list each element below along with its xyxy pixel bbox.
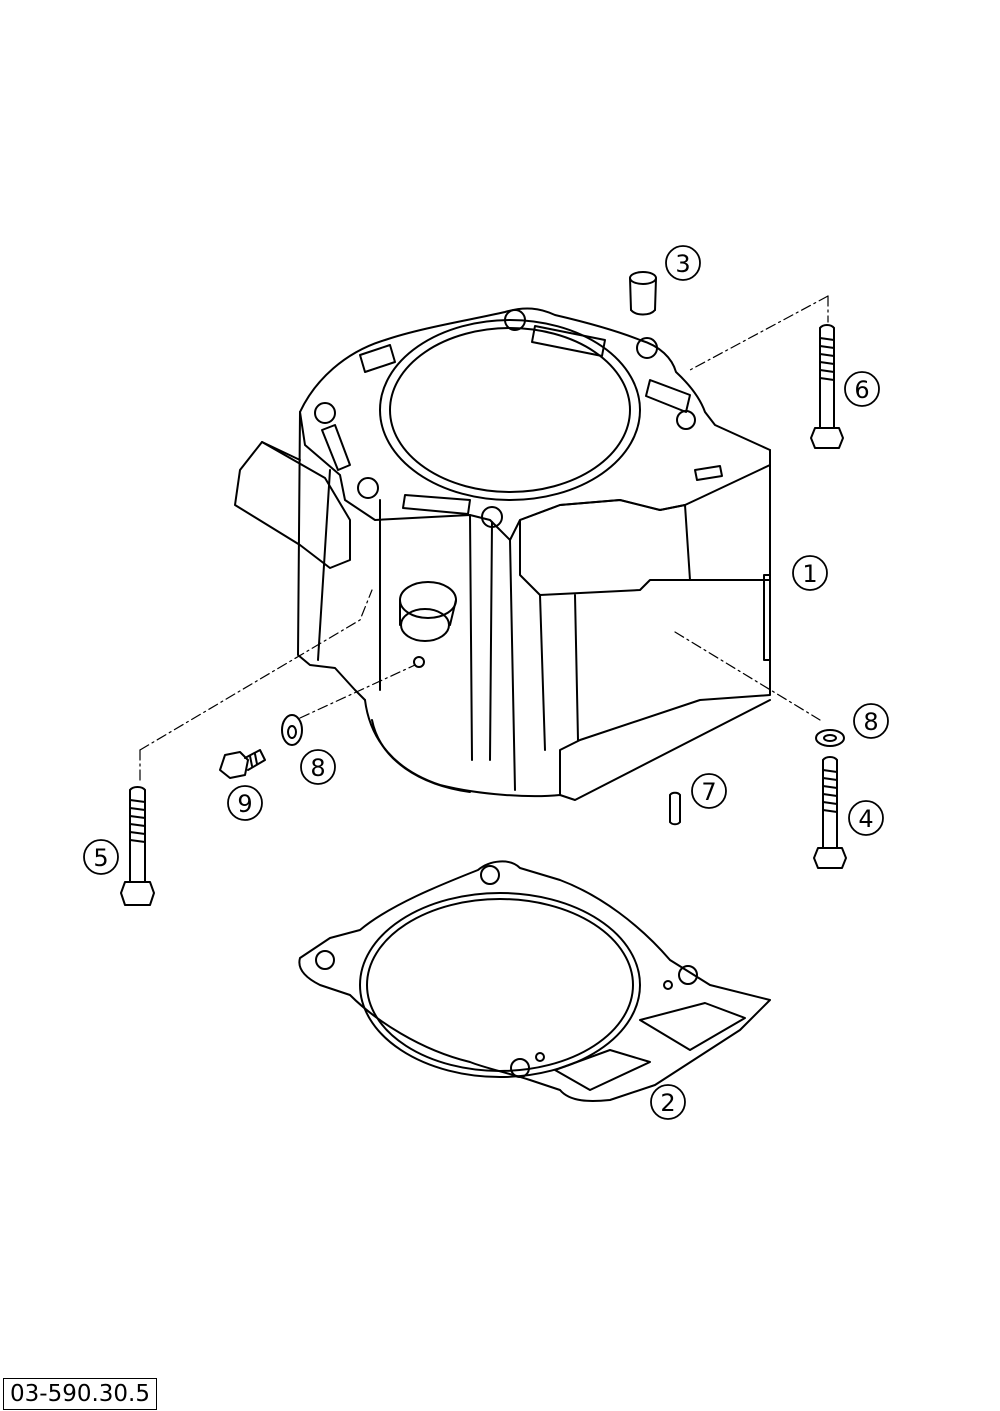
stud-bolt-6 xyxy=(810,324,844,449)
callout-4: 4 xyxy=(848,800,884,836)
cylinder-base-gasket xyxy=(298,860,771,1102)
callouts: 1 2 3 4 5 6 7 8 xyxy=(83,245,889,1120)
assembly-lines xyxy=(139,295,829,781)
washer-left xyxy=(281,714,303,746)
dowel-pin xyxy=(669,791,681,826)
svg-text:8: 8 xyxy=(863,708,878,736)
stud-bolt-4 xyxy=(813,756,847,869)
drawing-number: 03-590.30.5 xyxy=(3,1378,157,1410)
svg-text:9: 9 xyxy=(237,790,252,818)
svg-text:1: 1 xyxy=(802,560,817,588)
callout-8-right: 8 xyxy=(853,703,889,739)
svg-text:6: 6 xyxy=(854,376,869,404)
callout-9: 9 xyxy=(227,785,263,821)
screw xyxy=(219,749,266,779)
callout-6: 6 xyxy=(844,371,880,407)
cylinder xyxy=(234,307,771,801)
callout-5: 5 xyxy=(83,839,119,875)
dowel-sleeve xyxy=(629,271,657,316)
stud-bolt-5 xyxy=(120,786,155,906)
callout-2: 2 xyxy=(650,1084,686,1120)
washer-right xyxy=(815,729,845,747)
callout-3: 3 xyxy=(665,245,701,281)
callout-7: 7 xyxy=(691,773,727,809)
svg-text:3: 3 xyxy=(675,250,690,278)
svg-text:8: 8 xyxy=(310,754,325,782)
svg-text:7: 7 xyxy=(701,778,716,806)
callout-8-left: 8 xyxy=(300,749,336,785)
svg-text:2: 2 xyxy=(660,1089,675,1117)
svg-text:4: 4 xyxy=(858,805,873,833)
svg-text:5: 5 xyxy=(93,844,108,872)
callout-1: 1 xyxy=(792,555,828,591)
